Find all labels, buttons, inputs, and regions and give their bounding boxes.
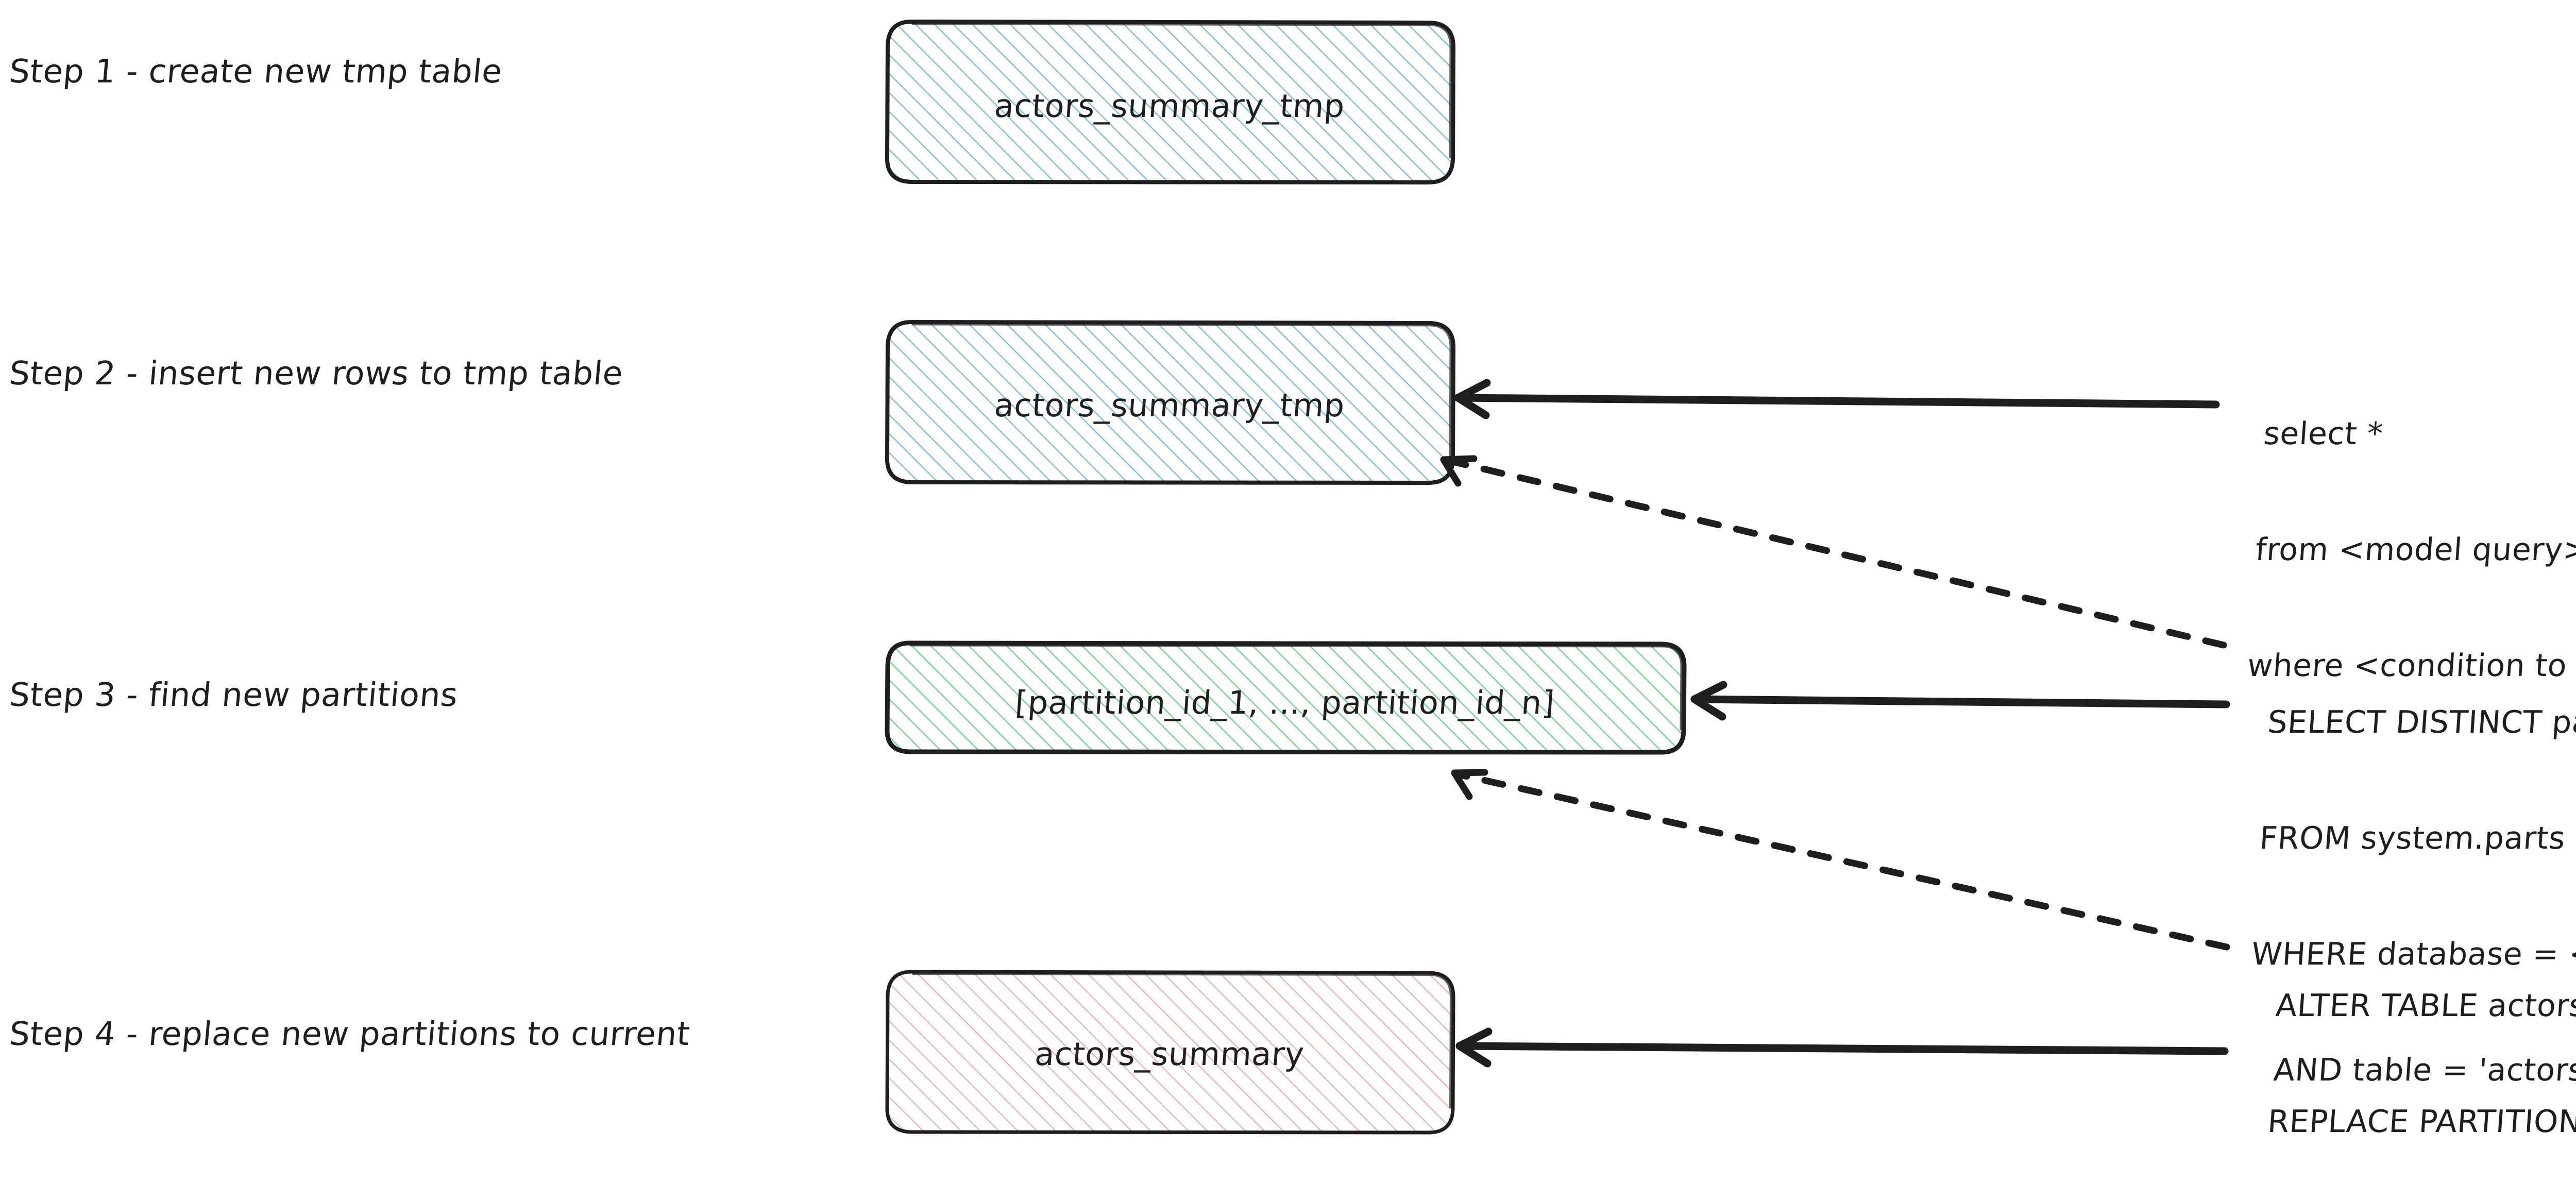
arrow-sql2-to-node2 (1454, 379, 2220, 419)
node-actors-summary[interactable] (885, 970, 1455, 1135)
step-3-caption: Step 3 - find new partitions (7, 676, 460, 714)
node-actors-summary-tmp-step1[interactable] (885, 20, 1455, 184)
node3-outline-sketch-pass (909, 644, 1683, 731)
sql-line: FROM system.parts (2258, 820, 2567, 856)
arrow-sql3-to-node2 (1440, 455, 2227, 649)
sql-block-step4: ALTER TABLE actors_summary REPLACE PARTI… (2229, 909, 2576, 1199)
node1-outline-sketch-pass (911, 22, 1452, 159)
node1-fill (887, 22, 1453, 182)
arrow-sql4-to-node3 (1451, 769, 2230, 951)
node2-outline-sketch-pass (911, 323, 1452, 459)
node-label-actors-summary: actors_summary (1033, 1035, 1306, 1073)
step-1-caption: Step 1 - create new tmp table (7, 53, 504, 90)
step-2-caption: Step 2 - insert new rows to tmp table (7, 354, 625, 392)
arrow-sql3-to-node3 (1690, 681, 2230, 721)
node3-fill (887, 643, 1684, 752)
node2-fill (887, 322, 1453, 483)
sql-line: from <model query> (2254, 532, 2576, 568)
node-partition-id-list[interactable] (885, 640, 1687, 755)
sql-line: ALTER TABLE actors_summary (2274, 988, 2576, 1024)
arrow-sql4-to-node4 (1455, 1027, 2229, 1068)
node-label-actors-summary-tmp-step1: actors_summary_tmp (993, 87, 1346, 125)
sql-line: SELECT DISTINCT partition_id (2266, 704, 2576, 740)
sql-line: select * (2262, 416, 2384, 452)
node-label-actors-summary-tmp-step2: actors_summary_tmp (993, 386, 1346, 424)
step-4-caption: Step 4 - replace new partitions to curre… (7, 1015, 692, 1053)
node-actors-summary-tmp-step2[interactable] (885, 320, 1455, 485)
node3-outline (885, 640, 1687, 755)
sql-line: REPLACE PARTITION partition_id_1 (2266, 1104, 2576, 1140)
node1-outline (885, 20, 1455, 184)
node-label-partition-id-list: [partition_id_1, ..., partition_id_n] (1013, 684, 1556, 721)
node4-outline (885, 970, 1455, 1135)
node4-outline-sketch-pass (912, 973, 1452, 1108)
node2-outline (885, 320, 1455, 485)
node4-fill (887, 972, 1453, 1133)
